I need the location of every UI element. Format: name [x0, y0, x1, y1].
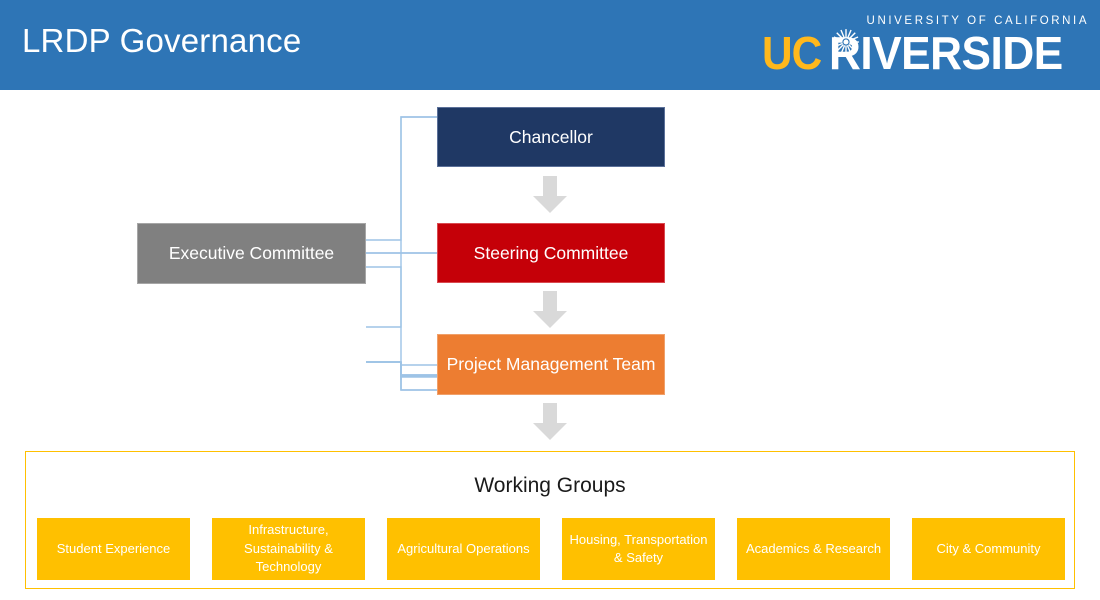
working-group-label: City & Community [936, 540, 1041, 556]
node-steering-committee[interactable]: Steering Committee [437, 223, 665, 283]
logo-university-line: UNIVERSITY OF CALIFORNIA [866, 15, 1090, 27]
node-steering-committee-label: Steering Committee [473, 242, 629, 263]
working-groups-row: Student Experience Infrastructure, Susta… [37, 518, 1065, 580]
connector-exec-to-pmt-long [400, 362, 437, 391]
node-chancellor[interactable]: Chancellor [437, 107, 665, 167]
working-group-housing-transportation-safety[interactable]: Housing, Transportation & Safety [562, 518, 715, 580]
connector-exec-to-chancellor [366, 116, 437, 328]
working-group-agricultural-operations[interactable]: Agricultural Operations [387, 518, 540, 580]
arrow-down-steering-to-pmt [533, 291, 567, 328]
working-group-label: Student Experience [56, 540, 171, 556]
connector-exec-to-pmt-stub [366, 361, 437, 366]
working-group-student-experience[interactable]: Student Experience [37, 518, 190, 580]
connector-final-lower [400, 362, 437, 377]
node-project-management-team-label: Project Management Team [446, 354, 656, 375]
ucr-logo: UC UNIVERSITY OF CALIFORNIA [762, 12, 1087, 79]
arrow-down-pmt-to-working-groups [533, 403, 567, 440]
working-group-label: Housing, Transportation & Safety [569, 531, 708, 565]
line-exec-chancellor [366, 116, 437, 241]
node-executive-committee-label: Executive Committee [168, 243, 335, 264]
working-group-label: Academics & Research [745, 540, 882, 556]
working-group-infrastructure-sustainability-technology[interactable]: Infrastructure, Sustainability & Technol… [212, 518, 365, 580]
slide-header: LRDP Governance UC UNIVERSITY OF CALIFOR… [0, 0, 1100, 90]
connector-exec-to-pmt [400, 362, 437, 376]
working-group-city-community[interactable]: City & Community [912, 518, 1065, 580]
logo-riverside-text: RIVERSIDE [828, 27, 1063, 79]
node-chancellor-label: Chancellor [509, 126, 593, 147]
working-groups-title: Working Groups [474, 474, 626, 497]
connector-lower-branch [400, 376, 437, 391]
sunburst-icon [832, 29, 859, 55]
working-group-label: Infrastructure, Sustainability & Technol… [244, 522, 333, 575]
line-exec-pmt [366, 266, 437, 376]
logo-riverside-block: UNIVERSITY OF CALIFORNIA [828, 15, 1087, 79]
arrow-down-chancellor-to-steering [533, 176, 567, 213]
connector-elbow-lower [366, 361, 402, 375]
node-project-management-team[interactable]: Project Management Team [437, 334, 665, 395]
logo-uc-text: UC [762, 27, 822, 79]
working-group-academics-research[interactable]: Academics & Research [737, 518, 890, 580]
connector-ext-5 [400, 362, 437, 378]
working-group-label: Agricultural Operations [397, 540, 530, 556]
connector-exec-pmt-full [366, 361, 437, 377]
working-groups-panel: Working Groups Student Experience Infras… [25, 451, 1075, 589]
page-title: LRDP Governance [22, 22, 302, 59]
node-executive-committee[interactable]: Executive Committee [137, 223, 366, 284]
